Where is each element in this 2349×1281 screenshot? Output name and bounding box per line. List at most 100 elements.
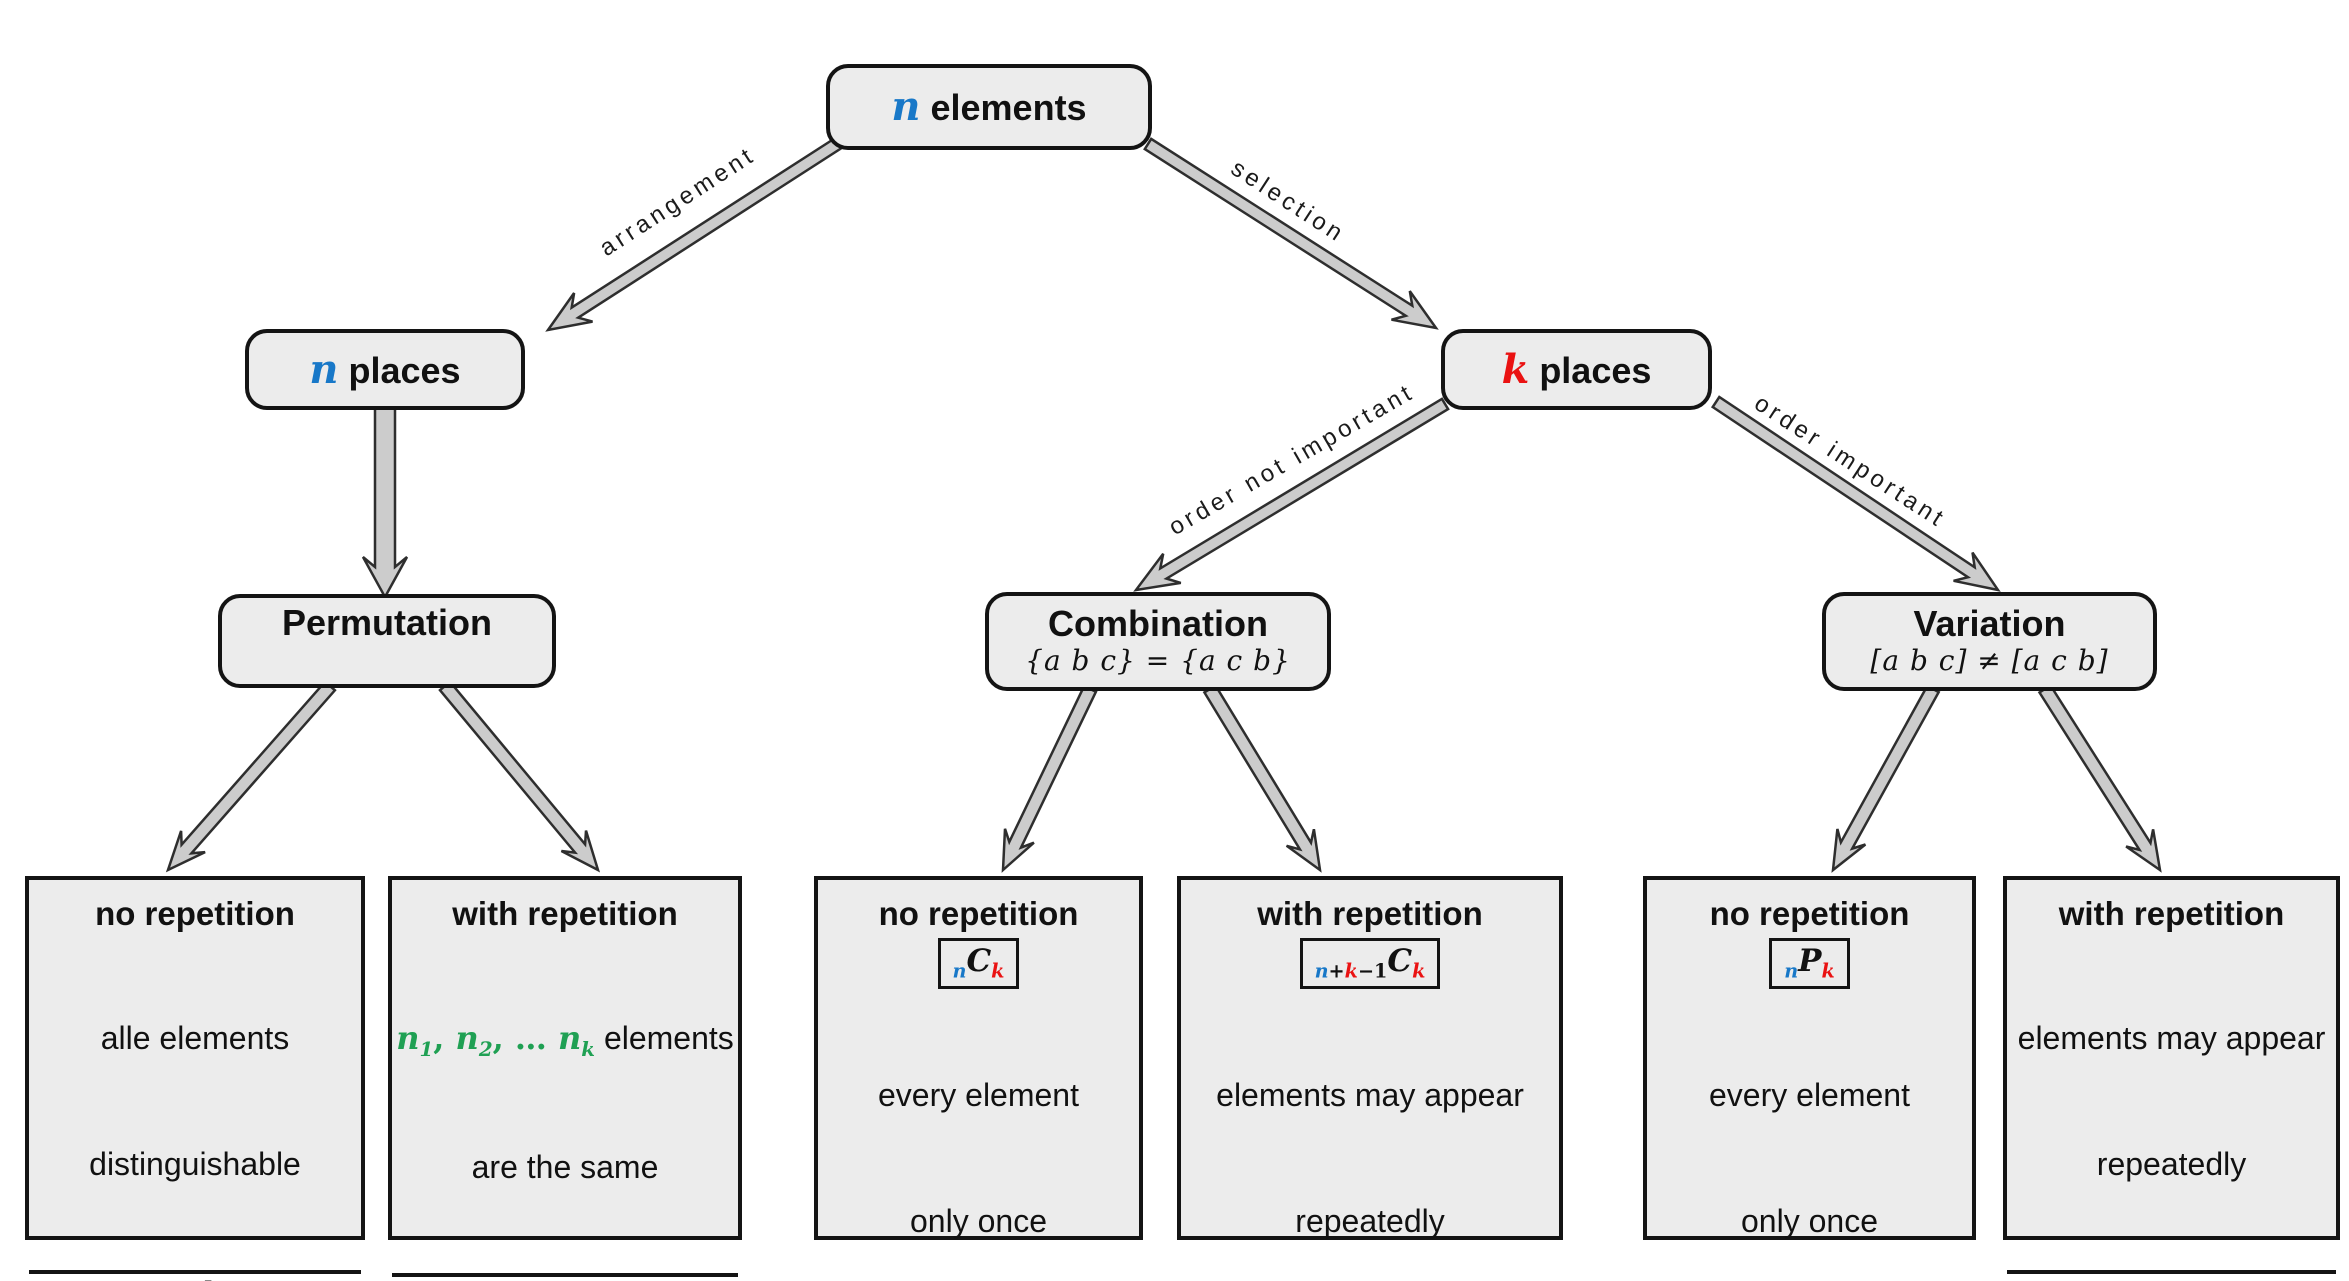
- math-token: only once: [1741, 1203, 1878, 1240]
- cell-body: elements may appear repeatedly: [1216, 989, 1524, 1281]
- math-token: , …: [492, 1018, 559, 1057]
- math-token: 1: [1374, 960, 1388, 984]
- symbol-n+k-1Ck: n+k−1Ck: [1299, 938, 1441, 990]
- cell-title: with repetition: [452, 895, 678, 932]
- body-line: repeatedly: [1216, 1200, 1524, 1242]
- node-label: elements: [930, 87, 1087, 128]
- math-token: ,: [433, 1018, 456, 1057]
- cell-body: n1, n2, … nk elements are the same: [396, 932, 734, 1273]
- formula: n! n1! · n2! ⋯ nk!: [445, 1277, 686, 1281]
- cell-title: with repetition: [1257, 895, 1483, 932]
- block-arrow: [1133, 397, 1450, 592]
- math-token: distinguishable: [89, 1146, 301, 1183]
- block-arrow: [1710, 395, 2001, 592]
- math-token: every element: [878, 1076, 1079, 1113]
- math-token: k: [991, 960, 1005, 984]
- math-token: k: [1821, 960, 1835, 984]
- math-token: n: [546, 1277, 569, 1281]
- math-subscript: k: [581, 1036, 596, 1061]
- block-arrow: [361, 402, 409, 600]
- block-arrow: [1202, 683, 1322, 873]
- cell-description: with repetition n+k−1Ck elements may app…: [1181, 880, 1559, 1281]
- math-token: repeatedly: [2096, 1146, 2247, 1183]
- math-token: n: [1314, 960, 1329, 984]
- cell-combination-with-repetition: with repetition n+k−1Ck elements may app…: [1177, 876, 1563, 1240]
- math-token: n: [952, 960, 967, 984]
- cell-title: no repetition: [878, 895, 1079, 932]
- cell-formula: n! n1! · n2! ⋯ nk!: [392, 1277, 738, 1281]
- cell-variation-no-repetition: no repetition nPk every element only onc…: [1643, 876, 1976, 1240]
- math-token: every element: [1709, 1076, 1910, 1113]
- math-subscript: 1: [419, 1036, 434, 1061]
- body-line: only once: [1709, 1200, 1910, 1242]
- block-arrow: [1001, 684, 1098, 873]
- node-combination-subtitle: {a b c} = {a c b}: [1025, 644, 1291, 678]
- cell-title: with repetition: [2058, 895, 2285, 932]
- cell-formula: n!: [29, 1274, 361, 1281]
- cell-variation-with-repetition: with repetition elements may appear repe…: [2003, 876, 2340, 1281]
- block-arrow: [1831, 684, 1941, 873]
- block-arrow: [2037, 683, 2162, 873]
- cell-description: with repetition n1, n2, … nk elements ar…: [392, 880, 738, 1278]
- var-n: n: [309, 345, 339, 393]
- fraction-numerator: n!: [445, 1277, 686, 1281]
- math-token: n1: [396, 1018, 434, 1061]
- var-n: n: [891, 83, 921, 130]
- body-line: elements may appear: [2018, 1017, 2326, 1059]
- cell-body: elements may appear repeatedly: [2018, 932, 2326, 1270]
- body-line: alle elements: [89, 1017, 301, 1059]
- cell-description: no repetition nPk every element only onc…: [1647, 880, 1972, 1281]
- cell-title: no repetition: [1709, 895, 1910, 932]
- math-token: only once: [910, 1203, 1047, 1240]
- math-token: +: [1328, 960, 1345, 984]
- body-line: are the same: [396, 1146, 734, 1188]
- body-line: every element: [878, 1074, 1079, 1116]
- node-permutation-title: Permutation: [281, 602, 493, 644]
- math-subscript: 2: [478, 1036, 493, 1061]
- math-token: elements may appear: [1216, 1076, 1524, 1113]
- block-arrow: [545, 135, 845, 332]
- math-token: repeatedly: [1295, 1203, 1445, 1240]
- block-arrow: [165, 679, 337, 873]
- math-token: elements: [595, 1019, 734, 1056]
- math-token: n2: [455, 1018, 493, 1061]
- math-token: C: [966, 943, 992, 980]
- node-label: places: [1539, 349, 1652, 391]
- math-token: −: [1357, 960, 1375, 984]
- symbol-nCk: nCk: [937, 938, 1020, 990]
- node-permutation: Permutation: [218, 594, 556, 688]
- math-token: alle elements: [100, 1019, 290, 1056]
- cell-permutation-no-repetition: no repetition alle elements distinguisha…: [25, 876, 365, 1281]
- fraction: n! n1! · n2! ⋯ nk!: [445, 1277, 686, 1281]
- math-token: n: [174, 1274, 200, 1281]
- math-token: k: [1412, 960, 1426, 984]
- cell-description: with repetition elements may appear repe…: [2007, 880, 2336, 1275]
- body-line: elements may appear: [1216, 1074, 1524, 1116]
- body-line: repeatedly: [2018, 1143, 2326, 1185]
- math-token: are the same: [471, 1149, 659, 1186]
- cell-combination-no-repetition: no repetition nCk every element only onc…: [814, 876, 1143, 1240]
- node-variation-subtitle: [a b c] ≠ [a c b]: [1870, 644, 2109, 678]
- node-label: places: [348, 349, 461, 391]
- body-line: only once: [878, 1200, 1079, 1242]
- formula: n!: [174, 1274, 216, 1281]
- math-token: nk: [558, 1018, 596, 1061]
- body-line: every element: [1709, 1074, 1910, 1116]
- formula: nk: [2152, 1274, 2191, 1281]
- body-line: n1, n2, … nk elements: [396, 1017, 734, 1062]
- var-k: k: [1501, 345, 1530, 393]
- math-token: !: [570, 1277, 584, 1281]
- body-line: distinguishable: [89, 1143, 301, 1185]
- math-token: P: [1798, 943, 1822, 980]
- cell-formula: nk: [2007, 1274, 2336, 1281]
- math-token: k: [1344, 960, 1358, 984]
- cell-body: every element only once: [1709, 989, 1910, 1281]
